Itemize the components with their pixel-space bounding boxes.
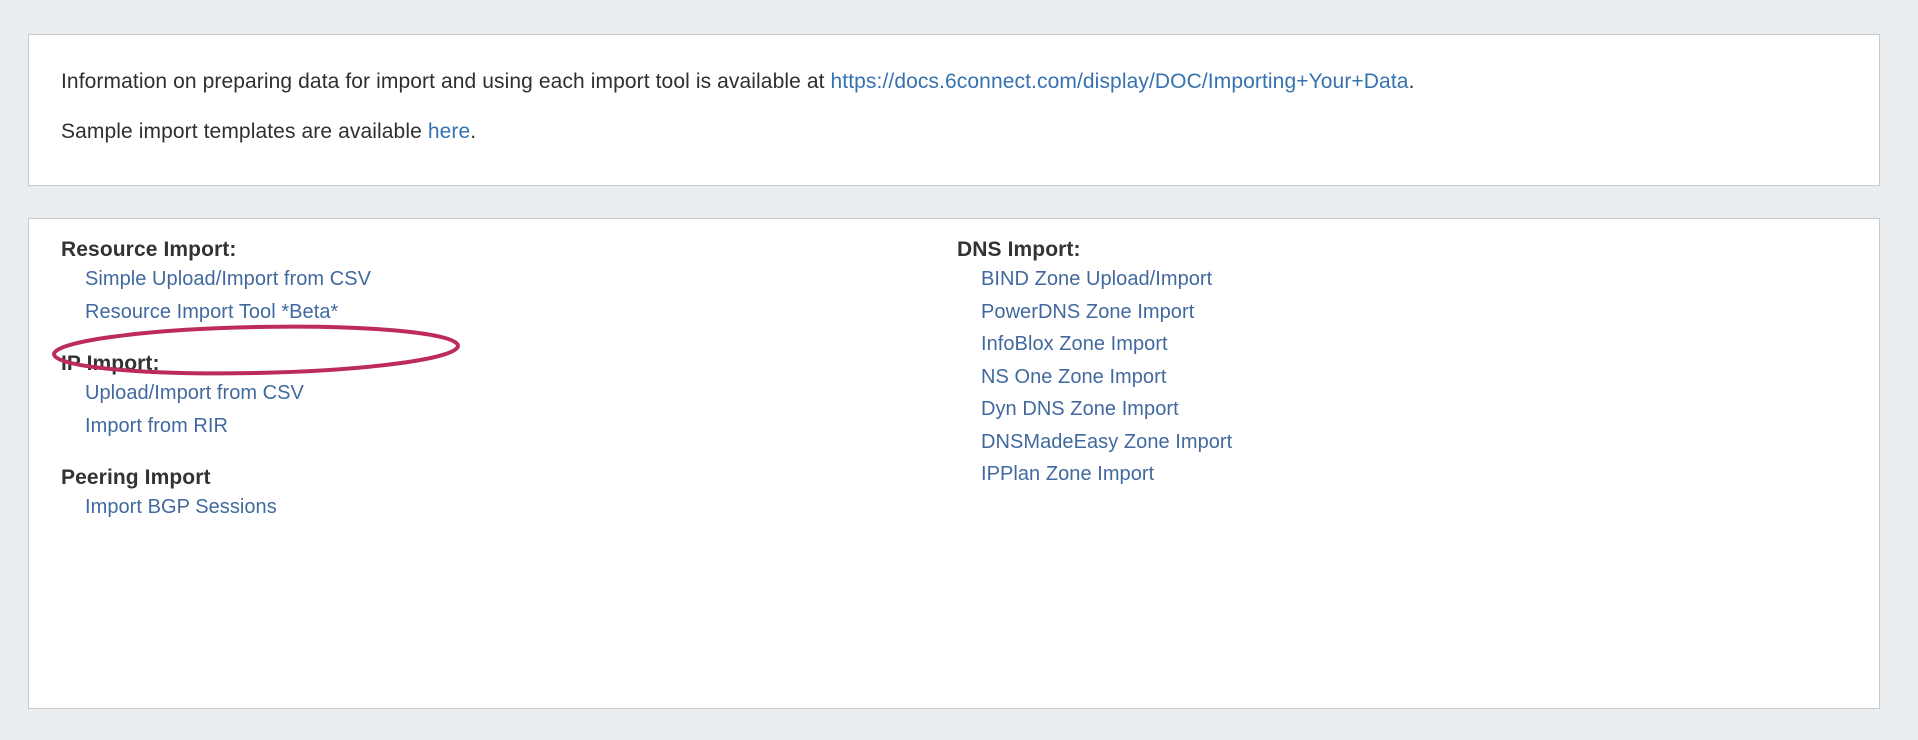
list-item: NS One Zone Import [981,361,1697,394]
link-dnsmadeeasy-zone-import[interactable]: DNSMadeEasy Zone Import [981,430,1233,453]
link-dyn-dns-zone-import[interactable]: Dyn DNS Zone Import [981,398,1179,420]
right-column: DNS Import: BIND Zone Upload/Import Powe… [957,219,1697,491]
heading-ip-import: IP Import: [61,352,160,375]
sample-templates-link[interactable]: here [427,120,471,143]
link-ipplan-zone-import[interactable]: IPPlan Zone Import [981,463,1155,485]
info-templates-line: Sample import templates are available he… [61,119,476,145]
list-item: Upload/Import from CSV [85,377,801,410]
info-panel: Information on preparing data for import… [28,34,1880,186]
resource-import-link-list: Simple Upload/Import from CSV Resource I… [61,263,801,328]
link-ns-one-zone-import[interactable]: NS One Zone Import [981,365,1167,388]
list-item: InfoBlox Zone Import [981,328,1697,361]
link-upload-import-from-csv[interactable]: Upload/Import from CSV [85,382,304,404]
link-import-from-rir[interactable]: Import from RIR [85,414,228,437]
heading-peering-import: Peering Import [61,466,211,489]
list-item: Import BGP Sessions [85,491,801,524]
list-item: BIND Zone Upload/Import [981,263,1697,296]
documentation-link[interactable]: https://docs.6connect.com/display/DOC/Im… [830,70,1409,93]
list-item: Import from RIR [85,410,801,443]
link-powerdns-zone-import[interactable]: PowerDNS Zone Import [981,300,1195,323]
dns-import-link-list: BIND Zone Upload/Import PowerDNS Zone Im… [957,263,1697,491]
group-peering-import: Peering Import Import BGP Sessions [61,465,801,524]
heading-dns-import: DNS Import: [957,238,1081,261]
info-line-1-prefix: Information on preparing data for import… [61,70,831,93]
list-item: Dyn DNS Zone Import [981,393,1697,426]
group-resource-import: Resource Import: Simple Upload/Import fr… [61,237,801,328]
group-ip-import: IP Import: Upload/Import from CSV Import… [61,351,801,442]
info-line-2-prefix: Sample import templates are available [61,120,428,143]
info-documentation-line: Information on preparing data for import… [61,69,1415,95]
heading-resource-import: Resource Import: [61,238,237,261]
list-item: PowerDNS Zone Import [981,296,1697,329]
list-item: IPPlan Zone Import [981,458,1697,491]
info-line-2-suffix: . [470,120,477,143]
list-item: DNSMadeEasy Zone Import [981,426,1697,459]
info-line-1-suffix: . [1408,70,1415,93]
left-column: Resource Import: Simple Upload/Import fr… [61,219,801,524]
link-import-bgp-sessions[interactable]: Import BGP Sessions [85,496,277,518]
link-resource-import-tool-beta[interactable]: Resource Import Tool *Beta* [85,300,339,323]
ip-import-link-list: Upload/Import from CSV Import from RIR [61,377,801,442]
link-infoblox-zone-import[interactable]: InfoBlox Zone Import [981,333,1168,355]
group-dns-import: DNS Import: BIND Zone Upload/Import Powe… [957,237,1697,491]
list-item: Resource Import Tool *Beta* [85,296,801,329]
peering-import-link-list: Import BGP Sessions [61,491,801,524]
link-simple-upload-import-from-csv[interactable]: Simple Upload/Import from CSV [85,268,371,290]
import-tools-panel: Resource Import: Simple Upload/Import fr… [28,218,1880,709]
link-bind-zone-upload-import[interactable]: BIND Zone Upload/Import [981,268,1213,290]
list-item: Simple Upload/Import from CSV [85,263,801,296]
